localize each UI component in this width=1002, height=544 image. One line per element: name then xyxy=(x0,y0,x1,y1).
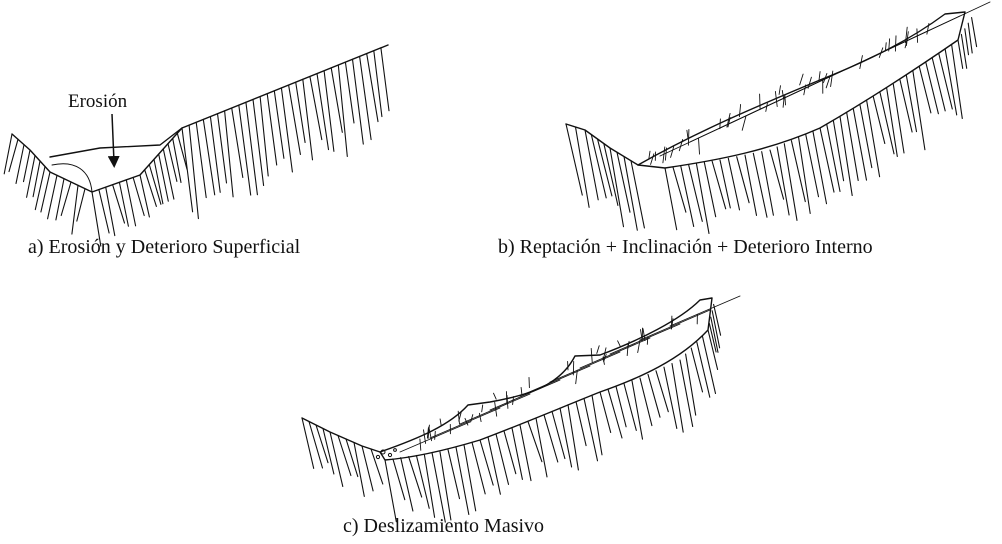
erosion-label: Erosión xyxy=(68,91,128,112)
panel-b-slope xyxy=(566,2,990,234)
panel-b: b) Reptación + Inclinación + Deterioro I… xyxy=(498,2,990,258)
panel-b-caption: b) Reptación + Inclinación + Deterioro I… xyxy=(498,236,873,258)
panel-c-caption: c) Deslizamiento Masivo xyxy=(343,515,544,537)
panel-a-slope xyxy=(4,45,389,246)
erosion-annotation: Erosión xyxy=(68,91,128,162)
panel-a: Erosión a) Erosión y Deterioro Superfici… xyxy=(4,45,389,258)
erosion-arrow xyxy=(112,114,114,162)
panel-a-hatching xyxy=(4,48,389,246)
panel-c-slope xyxy=(302,296,740,522)
panel-a-caption: a) Erosión y Deterioro Superficial xyxy=(28,236,301,258)
panel-c: c) Deslizamiento Masivo xyxy=(302,296,740,537)
